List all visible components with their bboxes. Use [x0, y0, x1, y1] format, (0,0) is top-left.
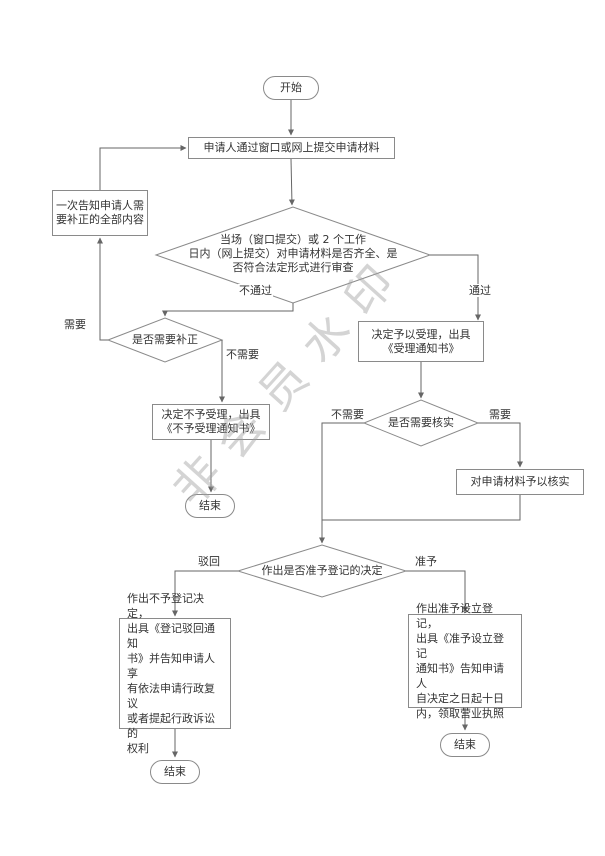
end-node-1: 结束 [185, 494, 235, 518]
end-node-2: 结束 [150, 760, 200, 784]
edge-label-fail: 不通过 [238, 284, 273, 297]
edge-label-no-need: 不需要 [225, 348, 260, 361]
start-node: 开始 [263, 76, 319, 100]
edge-label-approve: 准予 [414, 555, 438, 568]
deny-registration-node: 作出不予登记决定， 出具《登记驳回通知 书》并告知申请人享 有依法申请行政复议 … [119, 592, 231, 755]
registration-decision-label: 作出是否准予登记的决定 [261, 564, 383, 577]
inform-correction-node: 一次告知申请人需 要补正的全部内容 [52, 190, 148, 236]
edge-label-need: 需要 [63, 318, 87, 331]
end-node-3: 结束 [440, 733, 490, 757]
verify-materials-node: 对申请材料予以核实 [456, 469, 584, 495]
grant-registration-node: 作出准予设立登记， 出具《准予设立登记 通知书》告知申请人 自决定之日起十日 内… [408, 602, 522, 720]
submit-materials-node: 申请人通过窗口或网上提交申请材料 [188, 137, 395, 159]
edge-label-reject: 驳回 [197, 555, 221, 568]
review-decision-label: 当场（窗口提交）或 2 个工作 日内（网上提交）对申请材料是否齐全、是 否符合法… [188, 233, 398, 274]
reject-acceptance-node: 决定不予受理，出具 《不予受理通知书》 [152, 404, 270, 440]
need-verification-decision-label: 是否需要核实 [388, 416, 454, 429]
accept-node: 决定予以受理，出具 《受理通知书》 [358, 321, 484, 362]
need-correction-decision-label: 是否需要补正 [132, 333, 198, 346]
edge-label-need-verify: 需要 [488, 408, 512, 421]
edge-label-no-need-verify: 不需要 [330, 408, 365, 421]
edge-label-pass: 通过 [468, 284, 492, 297]
